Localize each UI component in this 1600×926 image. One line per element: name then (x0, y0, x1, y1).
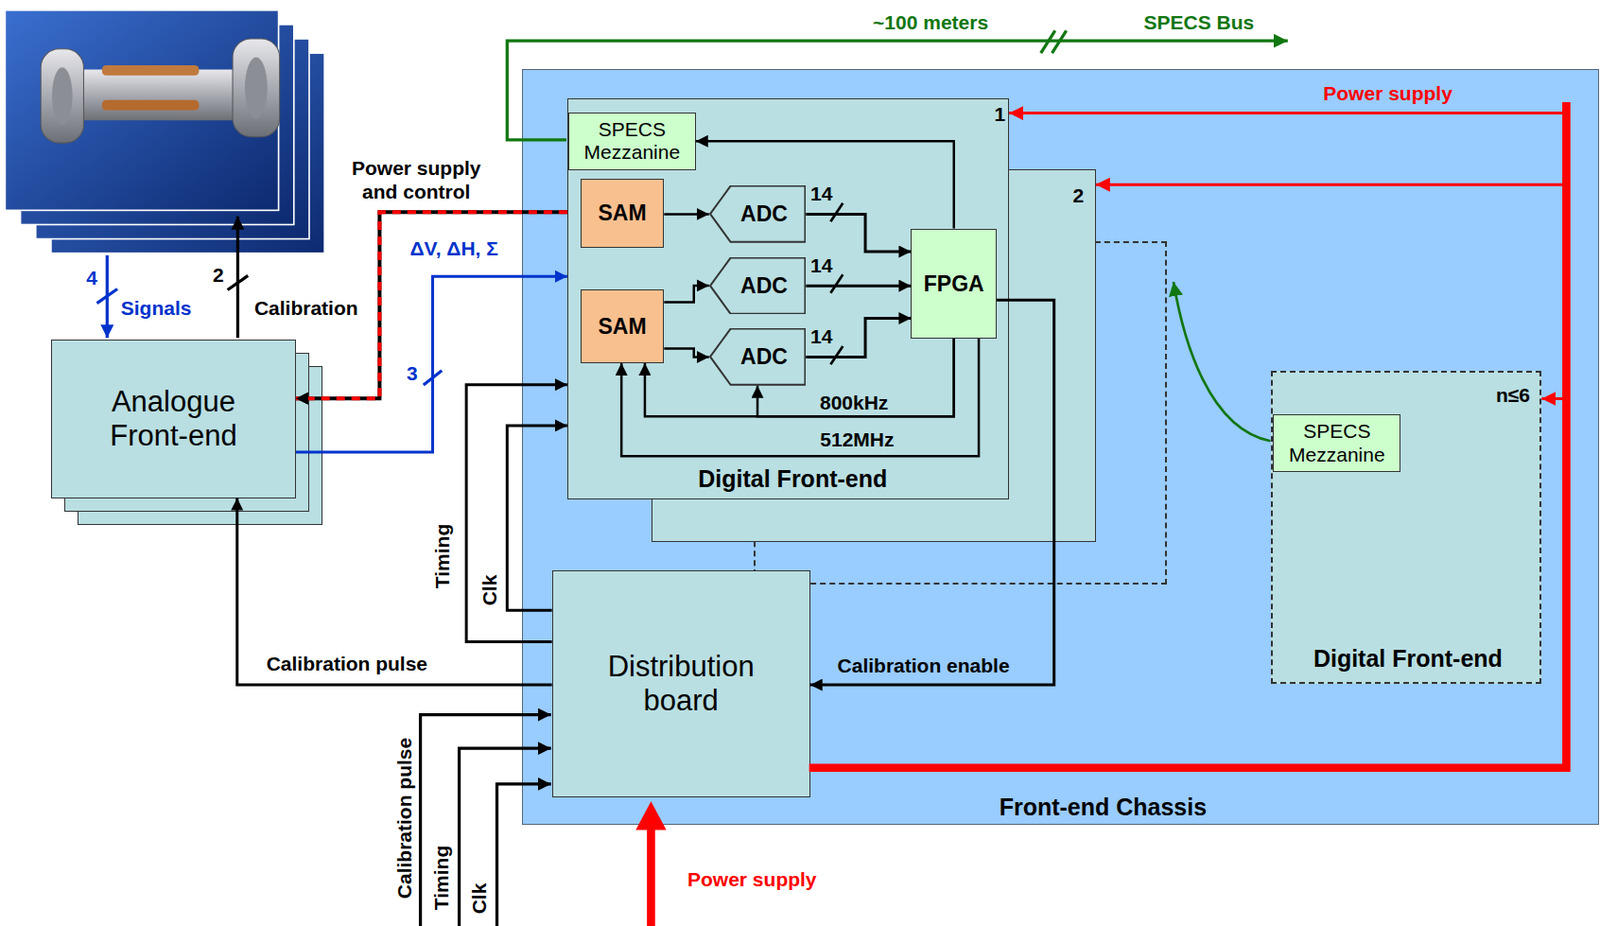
mezzanine-box: SPECS Mezzanine (568, 112, 696, 172)
signal-label: Timing (430, 845, 453, 910)
node-text: 2 (1073, 184, 1085, 207)
signal-connector (506, 425, 568, 610)
bus-slash (830, 274, 843, 293)
calibration-wire (236, 216, 240, 338)
signal-label: 3 (406, 362, 418, 384)
copper-strip (102, 100, 200, 111)
signal-label: Calibration pulse (393, 737, 416, 899)
signal-connector (805, 284, 911, 288)
signal-connector (663, 285, 709, 303)
node-text: Front-end Chassis (999, 793, 1207, 820)
flange-bore (244, 56, 268, 119)
adc-symbol: ADC (709, 185, 807, 243)
node-text: 1 (993, 103, 1006, 125)
edge-label: Power supply and control (351, 156, 482, 203)
input-wire (420, 714, 552, 926)
edge-label: Power supply (1322, 83, 1453, 105)
bus-slash (830, 203, 843, 222)
edge-label: Calibration pulse (266, 653, 428, 676)
adc-symbol: ADC (709, 328, 807, 385)
sampler-box: SAM (580, 178, 664, 248)
node-text: SAM (597, 200, 646, 226)
break-mark (1052, 30, 1067, 53)
board-box: 1Digital Front-end SPECS MezzanineSAM ADC S… (567, 98, 1009, 500)
edge-label: Clk (478, 573, 501, 606)
node-text: ADC (740, 201, 788, 227)
edge-label: 512MHz (819, 428, 894, 451)
signal-label: ~100 meters (872, 11, 989, 34)
signal-connector (466, 384, 568, 643)
signal-connector (237, 498, 553, 686)
sampler-box: SAM (580, 289, 664, 364)
beam-tube (71, 69, 245, 121)
signal-label: Signals (121, 296, 192, 319)
bus-slash (97, 288, 119, 303)
process-box: Analogue Front-end (51, 339, 296, 498)
edge-label: 800kHz (819, 392, 888, 415)
signal-connector (805, 318, 911, 358)
signal-connector (663, 212, 709, 216)
signal-connector (810, 398, 1567, 768)
input-wire (497, 783, 552, 926)
specs-bus-wire (506, 40, 1287, 140)
node-text: FPGA (923, 271, 985, 296)
flange-bore (52, 67, 73, 124)
input-wire (459, 747, 552, 926)
signal-connector (810, 299, 1055, 685)
edge-label: 14 (810, 326, 833, 348)
specs-link-wire (1173, 281, 1271, 441)
mezzanine-box: SPECS Mezzanine (1272, 414, 1401, 473)
node-text: ADC (740, 273, 788, 298)
bpm-illustration (4, 10, 325, 254)
power-trunk (809, 102, 1567, 768)
edge-label: Calibration enable (837, 654, 1010, 677)
signal-connector (810, 113, 1567, 769)
signal-connector (663, 347, 709, 357)
signal-label: 4 (86, 266, 98, 289)
node-text: ADC (740, 344, 788, 369)
signal-label: 2 (212, 263, 225, 286)
edge-label: 14 (810, 182, 833, 205)
node-text: Digital Front-end (697, 465, 887, 492)
bus-slash (830, 346, 843, 365)
copper-strip (102, 65, 200, 76)
node-text: SPECS Mezzanine (1288, 419, 1386, 465)
signal-connector (805, 213, 911, 252)
node-text: SPECS Mezzanine (584, 118, 681, 163)
edge-label: ΔV, ΔH, Σ (410, 238, 499, 261)
node-text: n≤6 (1495, 383, 1531, 406)
process-box: Distribution board (552, 570, 811, 798)
node-text: Distribution board (608, 649, 755, 717)
node-text: Digital Front-end (1313, 643, 1503, 671)
signal-label: SPECS Bus (1144, 11, 1255, 34)
flange (40, 49, 84, 143)
power-arrowhead (635, 800, 666, 830)
adc-symbol: ADC (709, 257, 807, 314)
node-text: SAM (597, 313, 646, 339)
signal-connector (644, 338, 955, 417)
node-text: Analogue Front-end (109, 384, 237, 453)
signal-label: Calibration (254, 296, 359, 319)
signal-label: Clk (468, 882, 490, 914)
chassis-box: 2Front-end Chassis 1Digital Front-end SPEC… (521, 69, 1599, 825)
signal-connector (757, 338, 955, 417)
fpga-box: FPGA (910, 228, 997, 340)
signal-connector (621, 338, 979, 456)
flange (232, 38, 280, 138)
edge-label: 14 (810, 254, 833, 277)
signal-label: Power supply (687, 868, 818, 890)
bus-slash (227, 275, 249, 290)
board-box: n≤6Digital Front-end SPECS Mezzanine (1270, 370, 1542, 684)
power-input (646, 828, 656, 926)
edge-label: Timing (432, 523, 454, 589)
signal-connector (810, 184, 1567, 768)
